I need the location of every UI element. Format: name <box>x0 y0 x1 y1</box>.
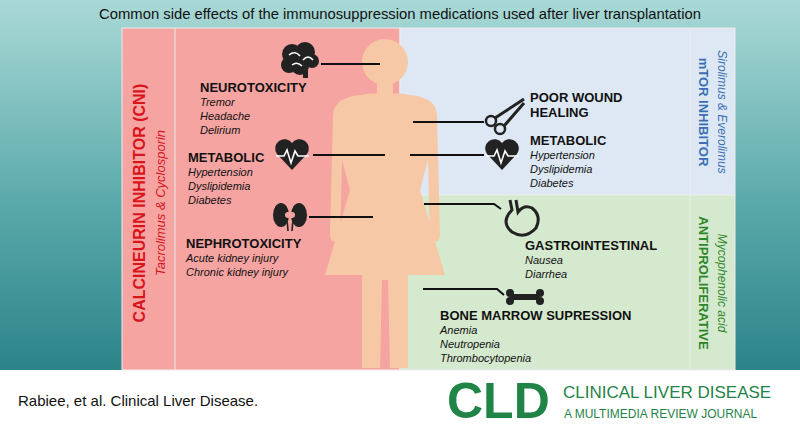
effect-item: Diabetes <box>530 176 606 190</box>
leader-line <box>413 121 484 123</box>
leader-line <box>321 63 380 65</box>
bone-end <box>506 289 514 297</box>
class-title: CALCINEURIN INHIBITOR (CNI) <box>130 84 149 323</box>
effect-item: Hypertension <box>188 165 264 179</box>
kidney-icon <box>273 203 307 231</box>
citation: Rabiee, et al. Clinical Liver Disease. <box>18 392 258 410</box>
heart-icon <box>485 139 519 170</box>
effect-item: Anemia <box>440 323 631 337</box>
mtor-panel-ground <box>400 28 735 195</box>
logo-tagline: A MULTIMEDIA REVIEW JOURNAL <box>564 407 757 421</box>
drug-class-panel: mTOR INHIBITOR Sirolimus & Everolimus POOR… <box>400 28 735 195</box>
effect-item: Nausea <box>525 253 657 267</box>
brain-fold <box>289 53 313 66</box>
logo-mark: CLD <box>447 376 550 426</box>
effect-item: Headache <box>200 109 307 123</box>
body <box>325 93 445 368</box>
effect-item: Hypertension <box>530 148 606 162</box>
effect-heading: GASTROINTESTINAL <box>525 238 657 253</box>
effect-heading: POOR WOUND HEALING <box>530 90 630 120</box>
pulse-line <box>276 150 309 163</box>
side-effect-group: GASTROINTESTINALNauseaDiarrhea <box>525 238 657 281</box>
bone-end <box>536 289 544 297</box>
drug-names: Mycophenolic acid <box>715 234 729 333</box>
pulse-line <box>486 150 519 163</box>
background <box>0 0 800 370</box>
antiproliferative-panel-ground <box>400 195 735 370</box>
side-effect-group: BONE MARROW SUPRESSIONAnemiaNeutropeniaT… <box>440 308 631 365</box>
stomach-icon <box>506 200 538 235</box>
bone-end <box>506 297 514 305</box>
effect-item: Diabetes <box>188 193 264 207</box>
effect-item: Acute kidney injury <box>186 251 301 265</box>
kidney-hilum <box>289 212 295 218</box>
band-divider <box>690 195 691 370</box>
leader-line <box>410 154 484 156</box>
effect-item: Delirium <box>200 123 307 137</box>
class-title: mTOR INHIBITOR <box>695 58 711 167</box>
footer-band <box>0 370 800 430</box>
effect-item: Chronic kidney injury <box>186 265 301 279</box>
side-effect-group: METABOLICHypertensionDyslipidemiaDiabete… <box>530 133 606 190</box>
page-title: Common side effects of the immunosuppres… <box>0 5 800 23</box>
side-effect-group: NEUROTOXICITYTremorHeadacheDelirium <box>200 80 307 137</box>
class-title: ANTIPROLIFERATIVE <box>695 216 711 349</box>
drug-class-panel: CALCINEURIN INHIBITOR (CNI)Tacrolimus & … <box>122 28 400 370</box>
brain-icon <box>281 42 319 78</box>
heart-shape <box>275 139 309 170</box>
leader-line <box>309 216 373 218</box>
effect-heading: NEUROTOXICITY <box>200 80 307 95</box>
heart-shape <box>485 139 519 170</box>
effect-item: Dyslipidemia <box>530 162 606 176</box>
leader-line <box>424 204 501 209</box>
effect-item: Dyslipidemia <box>188 179 264 193</box>
band-divider <box>175 28 176 370</box>
logo-name: CLINICAL LIVER DISEASE <box>563 383 771 403</box>
bone-shaft <box>511 294 539 300</box>
band-divider <box>690 28 691 195</box>
effect-item: Thrombocytopenia <box>440 351 631 365</box>
scissor-blade <box>504 103 524 126</box>
leader-line <box>313 154 385 156</box>
effect-heading: METABOLIC <box>188 150 264 165</box>
brain-stem <box>303 70 308 78</box>
scissor-handle <box>486 116 496 126</box>
drug-names: Tacrolimus & Cyclosporin <box>153 130 169 276</box>
effect-item: Tremor <box>200 95 307 109</box>
bone-icon <box>506 289 544 305</box>
leader-line <box>423 289 504 295</box>
ureter <box>286 218 294 231</box>
side-effect-group: METABOLICHypertensionDyslipidemiaDiabete… <box>188 150 264 207</box>
side-effect-group: POOR WOUND HEALING <box>530 90 630 120</box>
bone-end <box>536 297 544 305</box>
scissors-icon <box>486 99 524 134</box>
effect-heading: NEPHROTOXICITY <box>186 236 301 251</box>
heart-icon <box>275 139 309 170</box>
effect-item: Neutropenia <box>440 337 631 351</box>
head <box>362 39 408 85</box>
effect-heading: BONE MARROW SUPRESSION <box>440 308 631 323</box>
drug-class-panel: ANTIPROLIFERATIVE Mycophenolic acid GASTRO… <box>400 195 735 370</box>
leader-lines <box>309 64 504 295</box>
drug-names: Sirolimus & Everolimus <box>715 50 729 173</box>
effect-heading: METABOLIC <box>530 133 606 148</box>
side-effect-group: NEPHROTOXICITYAcute kidney injuryChronic… <box>186 236 301 279</box>
effect-item: Diarrhea <box>525 267 657 281</box>
